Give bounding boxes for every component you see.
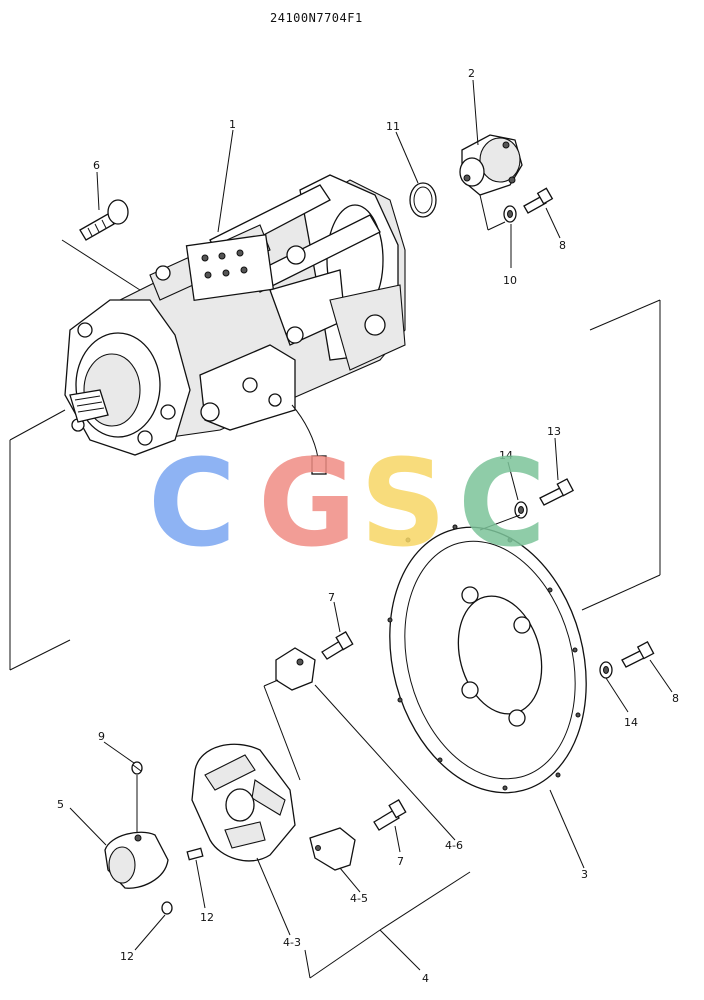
hub-5 [104, 831, 169, 889]
washer-14-right [599, 661, 613, 679]
callout-8-top: 8 [559, 239, 566, 252]
setscrew-9 [131, 761, 143, 775]
bolt-8-right [621, 641, 655, 668]
callout-2: 2 [468, 67, 475, 80]
watermark-letter-1: C [148, 435, 236, 574]
main-pump-assembly [64, 174, 406, 475]
watermark-letter-2: G [258, 435, 357, 574]
callout-1: 1 [229, 118, 236, 131]
bolt-13 [539, 478, 574, 506]
callout-4-6: 4-6 [445, 839, 463, 852]
bolt-7-upper [321, 631, 354, 660]
callout-labels: 1 2 11 6 8 10 13 14 7 8 14 9 5 4-6 7 3 4… [57, 67, 679, 985]
setscrew-12-left [161, 901, 173, 915]
watermark-letter-3: S [360, 435, 446, 574]
callout-13: 13 [547, 425, 561, 438]
drawing-number: 24100N7704F1 [270, 11, 363, 25]
callout-9: 9 [98, 730, 105, 743]
bolt-7-lower [373, 799, 407, 831]
setscrew-12-mid [186, 847, 204, 861]
callout-7-lower: 7 [397, 855, 404, 868]
washer-14-upper [514, 501, 528, 519]
bracket-4-5 [309, 827, 356, 871]
callout-12-left: 12 [120, 950, 134, 963]
callout-6: 6 [93, 159, 100, 172]
gear-pump-2 [459, 134, 523, 196]
watermark: C G S C [148, 435, 546, 574]
bolt-6 [79, 199, 129, 241]
washer-10 [503, 205, 517, 223]
callout-12-mid: 12 [200, 911, 214, 924]
callout-4-5: 4-5 [350, 892, 368, 905]
callout-10: 10 [503, 274, 517, 287]
o-ring-11 [409, 182, 437, 218]
callout-4-3: 4-3 [283, 936, 301, 949]
callout-8-right: 8 [672, 692, 679, 705]
callout-14-upper: 14 [499, 449, 513, 462]
watermark-letter-4: C [458, 435, 546, 574]
callout-5: 5 [57, 798, 64, 811]
coupling-element-4-3 [191, 743, 296, 862]
bolt-8-top [523, 187, 554, 214]
callout-4: 4 [422, 972, 429, 985]
bracket-4-6 [275, 647, 316, 691]
leader-lines [9, 79, 673, 979]
callout-7-upper: 7 [328, 591, 335, 604]
callout-14-right: 14 [624, 716, 638, 729]
coupling-plate-3 [387, 524, 587, 794]
callout-3: 3 [581, 868, 588, 881]
callout-11: 11 [386, 120, 400, 133]
